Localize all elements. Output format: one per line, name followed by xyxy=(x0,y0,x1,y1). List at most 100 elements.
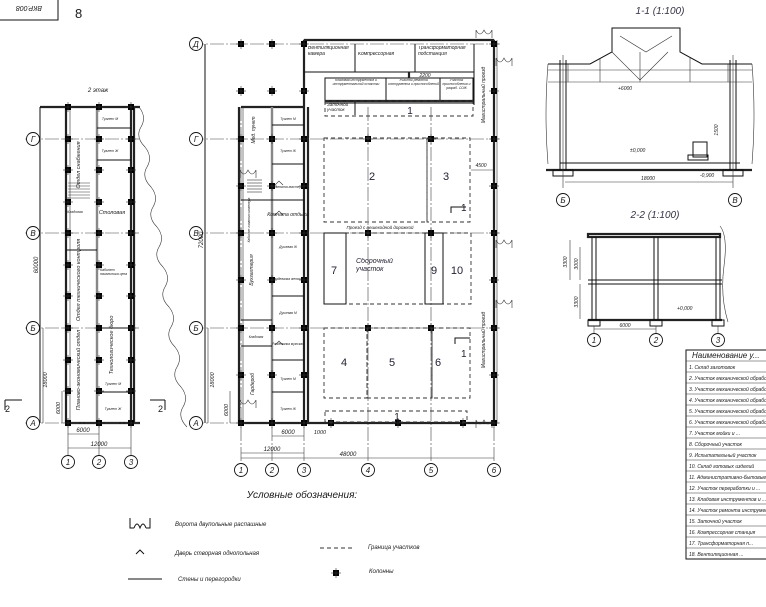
table-row: 8. Сборочный участок xyxy=(689,441,743,448)
room-supply: Отдел снабжения xyxy=(76,141,82,188)
room-tool-repair-box: Участок ремонта инструмента и приспособл… xyxy=(388,79,439,86)
section-mark-left: 2 xyxy=(5,404,10,414)
room-chief-engineer: Кабинет главного инженера xyxy=(247,197,251,242)
zone-number: 5 xyxy=(389,357,395,369)
table-row: 15. Заточной участок xyxy=(689,518,742,525)
gate-icon xyxy=(495,57,513,66)
room-tool-store-box: Кладовая инструментов и инструментальной… xyxy=(332,79,380,86)
table-row: 2. Участок механической обработки xyxy=(688,375,766,382)
section-2-axis: 2 xyxy=(653,336,659,345)
names-table xyxy=(685,349,766,560)
gate-icon xyxy=(239,399,257,408)
gate-icon xyxy=(129,518,151,530)
section-1-axis: Б xyxy=(560,196,565,205)
section-mark-1: 1 xyxy=(461,349,467,360)
legend-boundary-label: Граница участков xyxy=(368,545,420,551)
level-zero: ±0,000 xyxy=(630,148,645,154)
room-accounting: Бухгалтерия xyxy=(249,254,255,286)
room-wc: Туалет М xyxy=(102,117,118,121)
section-2-axis: 3 xyxy=(716,336,721,345)
room-shower: Душевая М xyxy=(278,311,297,315)
floor2-axis-row: А xyxy=(29,419,35,428)
room-rest: Комната отдыха xyxy=(267,212,309,218)
section-1-axis-circle xyxy=(556,193,570,207)
dim-18000: 18000 xyxy=(210,371,216,387)
main-axis-col-circle xyxy=(424,463,438,477)
main-axis-col-circle xyxy=(265,463,279,477)
zone-5 xyxy=(366,327,433,399)
main-axis-col-circle xyxy=(297,463,311,477)
room-qc: Отдел технического контроля xyxy=(76,239,82,321)
room-sharpening: Заточной участок xyxy=(327,102,349,113)
main-drive-label: Магистральный проезд xyxy=(480,312,487,369)
room-head-office: Кабинет начальника цеха xyxy=(100,268,128,277)
room-ventilation-box: Вентиляционная камера xyxy=(308,46,349,57)
table-row: 11. Административно-бытовые ... xyxy=(689,475,766,481)
section-2-axis-circle xyxy=(649,333,663,347)
main-axis-row-circle xyxy=(189,321,203,335)
break-line xyxy=(719,225,729,323)
room-canteen: Столовая xyxy=(99,210,125,216)
main-axis-row: Г xyxy=(194,135,199,144)
legend-door-label: Дверь створная однопольная xyxy=(174,551,260,557)
table-row: 1. Склад заготовок xyxy=(689,365,736,371)
zone-2 xyxy=(323,137,428,223)
legend-gate-label: Ворота двупольные распашные xyxy=(175,522,267,528)
dim-bottom-6000: 6000 xyxy=(281,430,295,436)
dim-72000: 72000 xyxy=(199,231,205,248)
level-zero: +0,000 xyxy=(677,306,693,312)
table-row: 16. Компрессорная станция xyxy=(689,530,756,536)
table-row: 4. Участок механической обработки xyxy=(689,397,766,404)
zone-3 xyxy=(426,137,471,223)
main-axis-col: 6 xyxy=(492,466,497,475)
room-storeroom: Кладовая xyxy=(249,335,264,339)
dim-2200: 2200 xyxy=(418,73,430,79)
sheet-code: ВКР.008 xyxy=(16,4,42,11)
section-1-axis: В xyxy=(732,196,738,205)
floor2-axis-col-circle xyxy=(92,455,106,469)
main-axis-col-circle xyxy=(487,463,501,477)
main-axis-row: А xyxy=(192,419,198,428)
door-icon xyxy=(274,180,284,186)
table-row: 7. Участок мойки и ... xyxy=(689,430,740,437)
dim-6000: 6000 xyxy=(56,401,62,414)
legend-column-label: Колонны xyxy=(369,569,394,575)
dim-18000: 18000 xyxy=(43,371,49,387)
tool-rooms-block xyxy=(324,77,474,104)
passage-label: Проезд с пешеходной дорожкой xyxy=(346,224,414,230)
floor2-axis-row: В xyxy=(30,229,36,238)
main-drive-label: Магистральный проезд xyxy=(480,67,487,124)
gate-icon xyxy=(239,169,257,178)
room-wc: Туалет М xyxy=(280,377,296,381)
room-tool-repair: Участок ремонта инструмента и приспособл… xyxy=(388,79,439,86)
zone-1-top xyxy=(324,100,474,117)
section-mark-1 xyxy=(454,337,470,344)
room-wardrobe: Гардероб xyxy=(250,373,256,395)
room-fixtures: Участок приспособления и разраб. СОЖ xyxy=(442,79,471,90)
table-row: 13. Кладовая инструментов и ... xyxy=(689,497,766,503)
break-line xyxy=(545,63,755,165)
gate-icon xyxy=(475,29,493,38)
section-1-title: 1-1 (1:100) xyxy=(636,6,685,17)
door-icon xyxy=(274,340,284,346)
room-wc: Туалет Ж xyxy=(105,407,122,411)
room-compressor: Компрессорная xyxy=(358,52,395,57)
main-axis-col: 1 xyxy=(239,466,243,475)
zone-number: 7 xyxy=(331,265,337,277)
room-tech-bureau: Технологическое бюро xyxy=(109,316,115,375)
zone-number: 6 xyxy=(435,357,441,369)
room-tool-store: Кладовая инструментов и инструментальной… xyxy=(332,79,380,86)
legend-wall-label: Стены и перегородки xyxy=(178,577,241,583)
dim-18000: 18000 xyxy=(641,176,655,182)
room-head-office-box: Кабинет начальника цеха xyxy=(100,268,128,277)
zone-7 xyxy=(323,232,347,305)
legend-title: Условные обозначения: xyxy=(246,489,358,501)
zone-1-bottom xyxy=(324,410,468,423)
dim-bottom-12000: 12000 xyxy=(264,447,281,453)
room-locker: Раздевалка женская xyxy=(272,277,304,281)
room-wc: Туалет Ж xyxy=(280,149,297,153)
main-axis-col-circle xyxy=(234,463,248,477)
section-2-axis-circle xyxy=(587,333,601,347)
dim-60000: 60000 xyxy=(34,256,40,273)
level-top: +6000 xyxy=(618,86,632,92)
